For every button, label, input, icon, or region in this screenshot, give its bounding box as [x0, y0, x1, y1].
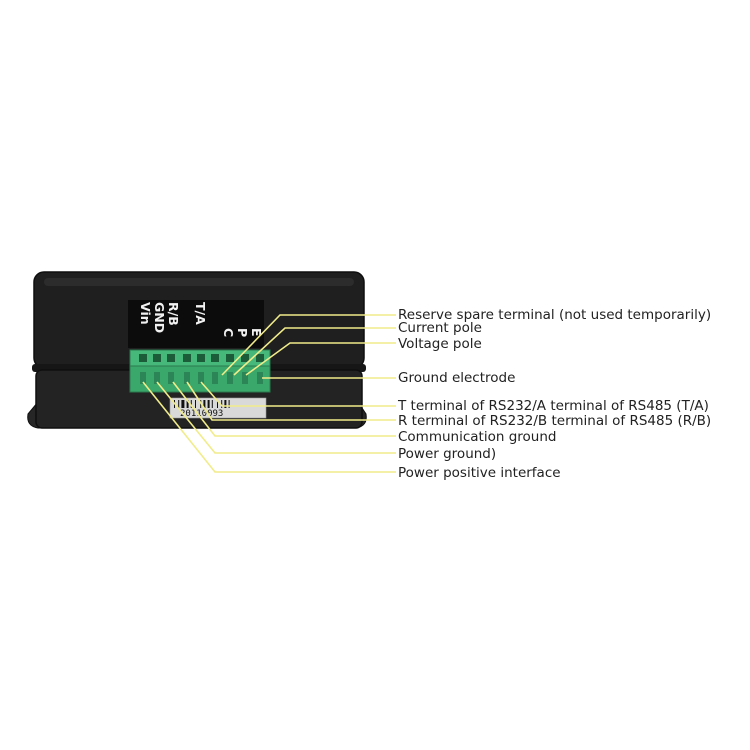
leader-line-current [233, 327, 396, 376]
terminal-wire-slot [242, 372, 248, 384]
pin-label-c: C [221, 328, 236, 337]
pin-label-e: E [249, 328, 264, 337]
callout-ground-electrode: Ground electrode [398, 370, 515, 386]
callout-current-pole: Current pole [398, 320, 482, 336]
barcode-bar [181, 400, 185, 408]
barcode-bar [207, 400, 210, 408]
callout-power-ground: Power ground) [398, 446, 496, 462]
barcode-bar [221, 400, 223, 408]
callout-t-terminal: T terminal of RS232/A terminal of RS485 … [397, 398, 709, 414]
terminal-screw-hole [226, 354, 234, 362]
terminal-wire-slot [198, 372, 204, 384]
leader-line-voltage [245, 342, 396, 376]
terminal-wire-slot [227, 372, 233, 384]
terminal-wire-slot [257, 372, 263, 384]
terminal-screw-hole [183, 354, 191, 362]
barcode-bar [190, 400, 192, 408]
callout-communication-ground: Communication ground [398, 429, 556, 445]
terminal-screw-hole [167, 354, 175, 362]
pin-label-ta: T/A [193, 302, 208, 325]
barcode-bar [186, 400, 189, 408]
barcode-bar [178, 400, 180, 408]
callout-power-positive: Power positive interface [398, 465, 561, 481]
callout-voltage-pole: Voltage pole [398, 336, 482, 352]
leader-line-rb [186, 381, 396, 421]
barcode-bar [195, 400, 196, 408]
barcode-bar [203, 400, 206, 408]
terminal-screw-hole [256, 354, 264, 362]
pin-label-panel [128, 300, 264, 348]
serial-sticker: 20110093 [169, 397, 267, 419]
terminal-screw-hole [139, 354, 147, 362]
pin-label-vin: Vin [138, 302, 153, 325]
terminal-wire-slot [140, 372, 146, 384]
terminal-screws [139, 354, 264, 384]
terminal-wire-slot [212, 372, 218, 384]
terminal-screw-hole [211, 354, 219, 362]
pin-label-rb: R/B [166, 302, 181, 326]
terminal-screw-hole [153, 354, 161, 362]
housing-highlight [44, 278, 354, 286]
terminal-screw-hole [197, 354, 205, 362]
barcode-bar [228, 400, 230, 408]
leader-line-power-positive [142, 381, 396, 473]
terminal-wire-slot [168, 372, 174, 384]
pin-label-gnd: GND [152, 302, 167, 333]
leader-line-reserve [221, 314, 396, 376]
callout-r-terminal: R terminal of RS232/B terminal of RS485 … [398, 413, 711, 429]
terminal-wire-slot [184, 372, 190, 384]
leader-line-power-ground [156, 381, 396, 454]
barcode-bar [211, 400, 213, 408]
terminal-screw-hole [241, 354, 249, 362]
pin-label-p: P [235, 328, 250, 337]
callout-reserve-terminal: Reserve spare terminal (not used tempora… [398, 307, 711, 323]
terminal-block [129, 349, 271, 393]
leader-line-comm-ground [172, 381, 396, 437]
barcode-bar [217, 400, 218, 408]
barcode-bar [224, 400, 227, 408]
leader-line-ta [200, 381, 396, 407]
terminal-wire-slot [154, 372, 160, 384]
serial-number: 20110093 [180, 409, 223, 419]
